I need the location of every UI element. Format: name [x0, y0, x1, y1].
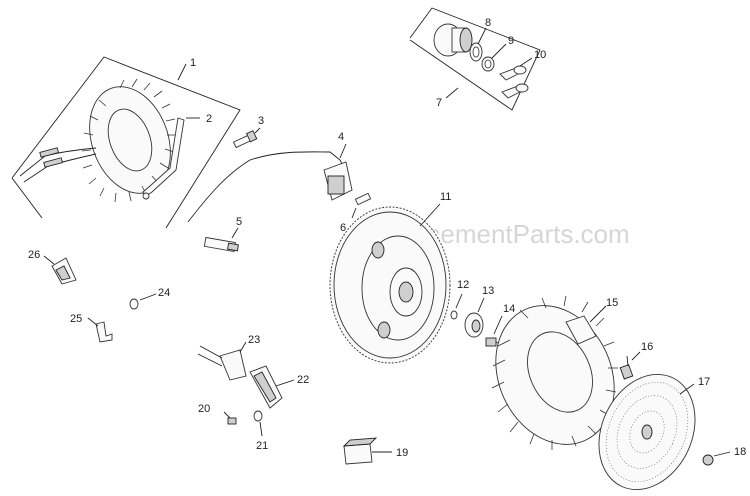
screw-16: 16 [619, 341, 653, 380]
label-23: 23 [248, 334, 260, 346]
label-14: 14 [503, 303, 515, 315]
key-switch-group: 8 9 10 7 [409, 7, 546, 111]
spark-plug-5: 5 [203, 216, 242, 253]
label-24: 24 [158, 287, 170, 299]
clip-26: 26 [28, 249, 77, 285]
screw-6: 6 [340, 192, 372, 234]
leader-1 [177, 63, 187, 81]
label-18: 18 [734, 446, 746, 458]
label-13: 13 [482, 285, 494, 297]
label-17: 17 [698, 376, 710, 388]
label-26: 26 [28, 249, 40, 261]
label-16: 16 [641, 341, 653, 353]
label-8: 8 [485, 17, 491, 29]
screen-17: 17 [598, 373, 710, 491]
label-12: 12 [457, 279, 469, 291]
stator-connector-a [39, 147, 60, 158]
label-19: 19 [396, 447, 408, 459]
label-25: 25 [70, 313, 82, 325]
stator-box-edge [11, 177, 43, 219]
washer-21: 21 [253, 410, 268, 452]
label-20: 20 [198, 403, 210, 415]
keyswitch-box-frame [409, 7, 541, 111]
label-6: 6 [340, 222, 346, 234]
contact-23: 23 [197, 334, 260, 381]
flywheel-11: 11 [329, 191, 451, 364]
washer-24: 24 [129, 287, 170, 310]
stator-connector-b [43, 157, 64, 168]
stator-group: 2 1 [11, 56, 241, 229]
fan-15: 15 [491, 295, 618, 450]
label-9: 9 [508, 35, 514, 47]
label-3: 3 [258, 115, 264, 127]
nut-14: 14 [485, 303, 515, 347]
label-21: 21 [256, 440, 268, 452]
label-15: 15 [606, 297, 618, 309]
bracket-25: 25 [70, 313, 113, 343]
label-22: 22 [297, 374, 309, 386]
nut-18: 18 [702, 446, 746, 466]
label-10: 10 [534, 49, 546, 61]
keys-10 [499, 65, 529, 99]
ignition-module: 4 [187, 131, 353, 223]
label-7: 7 [436, 97, 442, 109]
label-2: 2 [206, 113, 212, 125]
label-5: 5 [236, 216, 242, 228]
key-12: 12 [450, 279, 469, 320]
bolt-3: 3 [232, 115, 264, 149]
stator [81, 78, 176, 203]
screw-20: 20 [198, 403, 237, 425]
washer-13: 13 [464, 285, 494, 338]
block-19: 19 [342, 437, 408, 465]
bracket-22: 22 [249, 365, 309, 409]
label-4: 4 [338, 131, 344, 143]
key-switch-body [433, 23, 473, 57]
label-1: 1 [190, 57, 196, 69]
stator-box-frame [11, 56, 241, 229]
label-11: 11 [440, 191, 451, 203]
